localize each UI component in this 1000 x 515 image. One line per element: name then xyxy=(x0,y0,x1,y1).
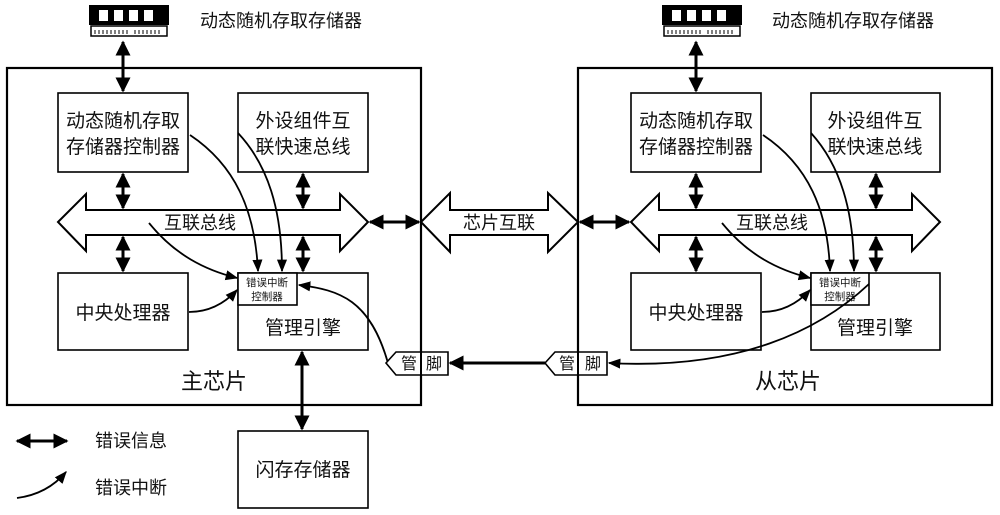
dram-ctrl-interrupt-curve xyxy=(189,134,263,273)
slave-chip-boundary xyxy=(576,66,994,407)
slave-error-interrupt-controller-box xyxy=(810,272,870,306)
slave-dram-controller-label-1: 动态随机存取 xyxy=(639,110,753,132)
master-chip-label: 主芯片 xyxy=(181,370,247,395)
master-dram-controller-label-1: 动态随机存取 xyxy=(66,110,180,132)
curved-arrow-icon xyxy=(16,471,67,499)
master-eic-label-1: 错误中断 xyxy=(246,276,288,289)
slave-pcie-interrupt-curve xyxy=(810,132,860,273)
slave-bus-interrupt-curve xyxy=(721,222,812,281)
slave-dram-ctrl-interrupt-curve xyxy=(762,134,835,273)
dram-module-icon xyxy=(89,5,169,37)
dram-module-icon xyxy=(662,5,742,37)
slave-pin-label-1: 管 xyxy=(559,354,575,373)
master-pcie-label-1: 外设组件互 xyxy=(255,110,350,132)
master-cpu-label: 中央处理器 xyxy=(75,302,170,324)
cpu-interrupt-curve xyxy=(188,289,238,313)
master-interconnect-bus xyxy=(56,191,370,254)
slave-cpu-label: 中央处理器 xyxy=(648,302,743,324)
legend: 错误信息 错误中断 xyxy=(15,431,167,499)
master-dram-controller-box xyxy=(57,92,189,173)
master-dram-controller-label-2: 存储器控制器 xyxy=(66,136,180,158)
master-bus-label: 互联总线 xyxy=(164,213,236,234)
slave-pcie-box xyxy=(810,92,941,173)
master-cpu-box xyxy=(57,272,189,351)
slave-chip: 动态随机存取存储器 动态随机存取 存储器控制器 外设组件互 联快速总线 互联总线… xyxy=(543,5,994,407)
slave-eic-to-pin-curve xyxy=(607,283,870,369)
legend-error-interrupt-label: 错误中断 xyxy=(95,478,167,499)
slave-eic-label-2: 控制器 xyxy=(824,290,856,303)
master-chip: 动态随机存取存储器 动态随机存取 存储器控制器 外设组件互 联快速总线 互联总线… xyxy=(5,5,449,407)
master-error-interrupt-controller-box xyxy=(237,272,298,306)
slave-cpu-box xyxy=(630,272,762,351)
slave-pcie-label-2: 联快速总线 xyxy=(827,136,922,158)
slave-eic-label-1: 错误中断 xyxy=(819,276,861,289)
slave-chip-label: 从芯片 xyxy=(755,370,821,395)
chip-interconnect-label: 芯片互联 xyxy=(463,213,535,234)
master-pcie-label-2: 联快速总线 xyxy=(255,136,350,158)
slave-pin xyxy=(543,351,608,376)
slave-dram-controller-box xyxy=(630,92,762,173)
pin-interrupt-curve xyxy=(297,281,389,364)
master-dram-label: 动态随机存取存储器 xyxy=(200,11,362,32)
slave-bus-label: 互联总线 xyxy=(736,213,808,234)
master-management-engine-label: 管理引擎 xyxy=(265,317,341,339)
flash-memory-box xyxy=(237,430,369,509)
master-pin-label-1: 管 xyxy=(401,354,417,373)
flash-memory-label: 闪存存储器 xyxy=(255,459,350,481)
slave-dram-label: 动态随机存取存储器 xyxy=(772,11,934,32)
slave-cpu-interrupt-curve xyxy=(761,289,811,313)
bus-interrupt-curve xyxy=(148,222,239,281)
master-chip-boundary xyxy=(5,66,423,407)
slave-dram-controller-label-2: 存储器控制器 xyxy=(639,136,753,158)
slave-pin-label-2: 脚 xyxy=(585,354,601,373)
legend-error-info-label: 错误信息 xyxy=(95,431,167,452)
master-eic-label-2: 控制器 xyxy=(251,290,283,303)
slave-interconnect-bus xyxy=(629,191,942,254)
pcie-interrupt-curve xyxy=(237,132,288,273)
slave-pcie-label-1: 外设组件互 xyxy=(827,110,922,132)
master-pin xyxy=(384,351,449,376)
slave-management-engine-label: 管理引擎 xyxy=(837,317,913,339)
master-pin-label-2: 脚 xyxy=(426,354,442,373)
master-pcie-box xyxy=(237,92,369,173)
